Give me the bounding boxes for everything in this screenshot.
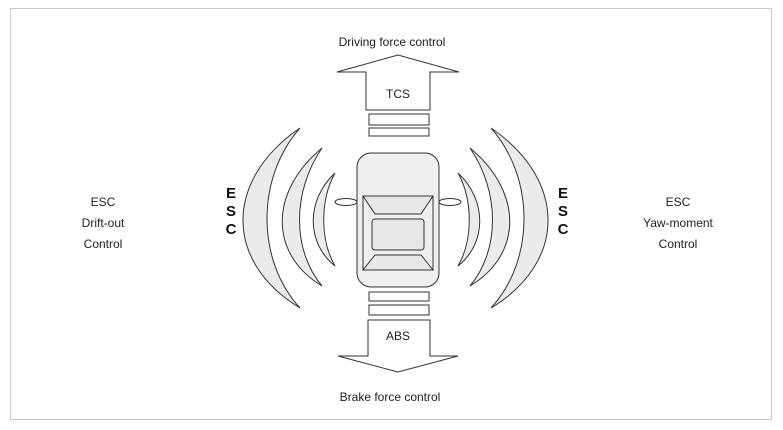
left-esc-e: E bbox=[225, 185, 236, 202]
top-bar-2 bbox=[368, 127, 430, 137]
top-bar-1 bbox=[368, 113, 430, 126]
brake-arrow-shape bbox=[337, 319, 459, 373]
bottom-bar-2 bbox=[368, 304, 430, 316]
right-line-1: ESC bbox=[665, 195, 691, 209]
abs-label: ABS bbox=[385, 329, 411, 343]
drive-arrow-shape bbox=[336, 54, 460, 111]
right-arc-outer bbox=[490, 127, 549, 309]
right-mirror bbox=[438, 198, 462, 206]
right-control-label: ESC Yaw-moment Control bbox=[618, 192, 738, 255]
right-arc-middle bbox=[469, 147, 511, 287]
left-esc-c: C bbox=[225, 221, 237, 238]
right-esc-s: S bbox=[557, 203, 568, 220]
right-esc-e: E bbox=[557, 185, 568, 202]
left-esc-s: S bbox=[225, 203, 236, 220]
left-arc-outer bbox=[242, 127, 301, 309]
left-mirror bbox=[334, 198, 358, 206]
left-line-2: Drift-out bbox=[81, 216, 125, 230]
left-line-1: ESC bbox=[90, 195, 116, 209]
car-roof bbox=[371, 218, 425, 251]
car-rear-window bbox=[361, 254, 435, 271]
tcs-label: TCS bbox=[386, 87, 410, 101]
right-line-2: Yaw-moment bbox=[643, 216, 713, 230]
brake-force-label: Brake force control bbox=[339, 390, 441, 404]
driving-force-label: Driving force control bbox=[338, 35, 446, 49]
left-arc-inner bbox=[312, 172, 336, 267]
car-windshield bbox=[362, 195, 434, 215]
left-control-label: ESC Drift-out Control bbox=[43, 192, 163, 255]
right-arc-inner bbox=[457, 172, 481, 267]
left-arc-middle bbox=[281, 147, 323, 287]
right-line-3: Control bbox=[658, 237, 698, 251]
right-esc-c: C bbox=[557, 221, 569, 238]
bottom-bar-1 bbox=[368, 291, 430, 302]
left-line-3: Control bbox=[83, 237, 123, 251]
